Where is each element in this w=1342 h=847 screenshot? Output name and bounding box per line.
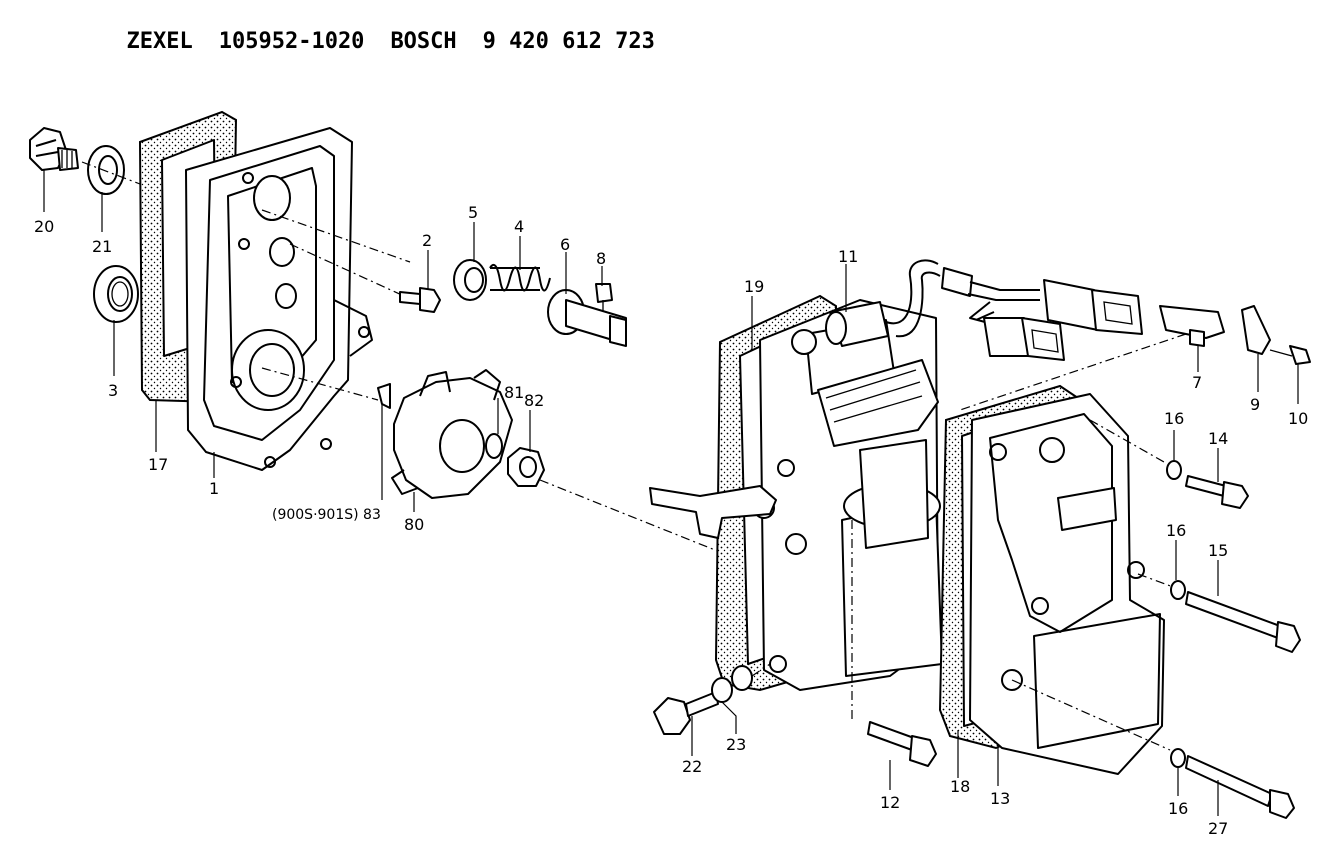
label-17: 17 bbox=[148, 455, 168, 474]
part-6-plunger bbox=[547, 289, 627, 347]
label-10: 10 bbox=[1288, 409, 1308, 428]
diagram-header: ZEXEL 105952-1020 BOSCH 9 420 612 723 bbox=[100, 4, 681, 54]
part-12-bolt bbox=[867, 721, 937, 767]
label-15: 15 bbox=[1208, 541, 1228, 560]
label-4: 4 bbox=[514, 217, 524, 236]
label-14: 14 bbox=[1208, 429, 1228, 448]
mounting-bracket bbox=[649, 485, 777, 539]
part-16-washer-top bbox=[1166, 460, 1182, 480]
part-22-bolt bbox=[653, 691, 719, 735]
part-83-key bbox=[377, 383, 391, 409]
label-83: (900S·901S) 83 bbox=[272, 507, 381, 523]
label-12: 12 bbox=[880, 793, 900, 812]
part-4-spring bbox=[489, 264, 551, 292]
header-zexel-part-number: 105952-1020 bbox=[218, 29, 365, 54]
part-7-connector-clip bbox=[1159, 305, 1225, 347]
part-10-screw bbox=[1269, 345, 1311, 365]
label-3: 3 bbox=[108, 381, 118, 400]
part-2-bolt bbox=[399, 287, 441, 313]
label-82: 82 bbox=[524, 391, 544, 410]
part-20-plug-screw bbox=[29, 127, 79, 171]
label-22: 22 bbox=[682, 757, 702, 776]
part-11-solenoid bbox=[825, 259, 941, 347]
label-5: 5 bbox=[468, 203, 478, 222]
part-3-oil-seal bbox=[93, 265, 139, 323]
part-1-housing bbox=[185, 127, 373, 471]
label-81: 81 bbox=[504, 383, 524, 402]
header-brand-zexel: ZEXEL bbox=[126, 29, 193, 54]
label-9: 9 bbox=[1250, 395, 1260, 414]
label-27: 27 bbox=[1208, 819, 1228, 838]
wiring-harness bbox=[941, 267, 1143, 361]
part-16-washer-middle bbox=[1170, 580, 1186, 600]
part-13-cover bbox=[969, 393, 1165, 775]
part-8-screw bbox=[595, 283, 613, 312]
part-80-gear bbox=[391, 369, 513, 499]
header-brand-bosch: BOSCH bbox=[390, 29, 457, 54]
label-7: 7 bbox=[1192, 373, 1202, 392]
label-16-middle: 16 bbox=[1166, 521, 1186, 540]
part-21-washer bbox=[87, 145, 125, 195]
label-18: 18 bbox=[950, 777, 970, 796]
part-15-bolt bbox=[1185, 591, 1301, 653]
label-19: 19 bbox=[744, 277, 764, 296]
actuator-body bbox=[753, 299, 943, 691]
label-6: 6 bbox=[560, 235, 570, 254]
part-5-spring-seat bbox=[453, 259, 487, 301]
label-21: 21 bbox=[92, 237, 112, 256]
part-16-washer-bottom bbox=[1170, 748, 1186, 768]
label-11: 11 bbox=[838, 247, 858, 266]
label-16-top: 16 bbox=[1164, 409, 1184, 428]
leader-lines bbox=[43, 170, 1299, 816]
part-23-washers bbox=[711, 665, 753, 703]
label-16-bottom: 16 bbox=[1168, 799, 1188, 818]
part-14-bolt bbox=[1185, 475, 1249, 509]
part-27-bolt bbox=[1185, 755, 1295, 819]
label-13: 13 bbox=[990, 789, 1010, 808]
header-bosch-part-number: 9 420 612 723 bbox=[482, 29, 655, 54]
label-20: 20 bbox=[34, 217, 54, 236]
label-1: 1 bbox=[209, 479, 219, 498]
label-80: 80 bbox=[404, 515, 424, 534]
part-82-nut bbox=[507, 447, 545, 487]
part-9-bracket bbox=[1241, 305, 1271, 355]
label-2: 2 bbox=[422, 231, 432, 250]
label-8: 8 bbox=[596, 249, 606, 268]
label-23: 23 bbox=[726, 735, 746, 754]
part-81-washer bbox=[485, 433, 503, 459]
